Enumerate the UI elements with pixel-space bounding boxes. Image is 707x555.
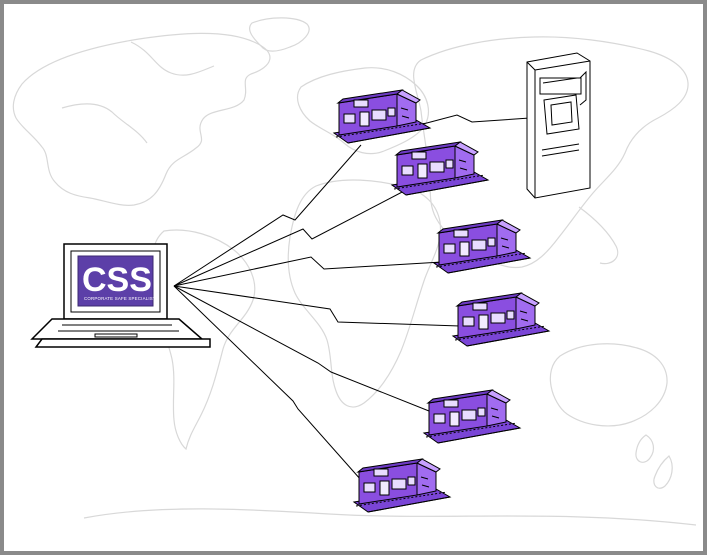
link-store-server [422,114,531,125]
server-icon [526,52,591,199]
link-laptop-store-2 [173,189,407,287]
store-icon [391,141,489,196]
network-links [173,114,531,481]
store-icon [433,219,531,274]
logo-main-text: CSS [82,261,152,299]
link-laptop-store-5 [173,285,430,412]
link-laptop-store-6 [173,285,362,481]
store-icon [423,389,521,444]
map-background [12,17,697,526]
link-laptop-store-4 [173,285,461,327]
network-diagram: CSS CORPORATE SAFE SPECIALISTS [12,17,697,526]
link-laptop-store-1 [173,144,362,287]
store-icon [353,458,451,513]
store-icon [452,292,550,347]
logo-sub-text: CORPORATE SAFE SPECIALISTS [84,296,159,301]
laptop-icon: CSS CORPORATE SAFE SPECIALISTS [30,243,211,348]
link-laptop-store-3 [173,256,443,287]
